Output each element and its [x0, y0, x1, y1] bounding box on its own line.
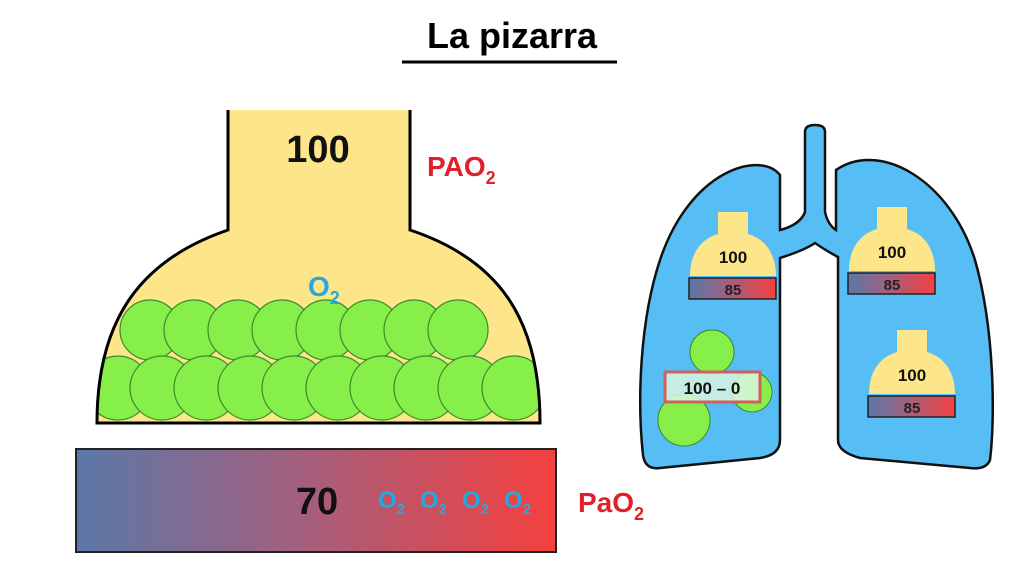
- mini-arterial-value: 85: [725, 282, 742, 299]
- mini-capillary: [867, 395, 956, 418]
- fluid-blob: [689, 329, 735, 375]
- mini-alveolus: [849, 207, 935, 271]
- alveolar-fluid: [97, 299, 540, 421]
- mini-alveolar-value: 100: [898, 366, 926, 385]
- mini-alveolus: [869, 330, 955, 394]
- mini-alveolar-value: 100: [878, 243, 906, 262]
- mini-arterial-value: 85: [904, 400, 921, 417]
- o2-molecule: O2: [378, 487, 405, 518]
- o2-molecules: O2 O2 O2 O2: [378, 487, 531, 518]
- alveolar-unit: 100 85: [867, 330, 956, 418]
- fluid-blob: [427, 299, 489, 361]
- o2-label: O2: [308, 271, 340, 308]
- capillary-value: 70: [296, 481, 338, 523]
- mini-capillary: [847, 272, 936, 295]
- page-title: La pizarra: [427, 15, 598, 56]
- shunt-label: 100 – 0: [684, 379, 741, 398]
- mini-arterial-value: 85: [884, 277, 901, 294]
- pao2-label: PAO2: [427, 151, 496, 188]
- mini-alveolar-value: 100: [719, 248, 747, 267]
- capillary-bar: [75, 448, 557, 553]
- mini-alveolus: [690, 212, 776, 276]
- o2-molecule: O2: [504, 487, 531, 518]
- alveolar-unit: 100 85: [847, 207, 936, 295]
- fluid-blob: [481, 355, 540, 421]
- alveolar-value: 100: [286, 129, 349, 171]
- pao2-arterial-label: PaO2: [578, 487, 644, 524]
- alveolar-unit: 100 85: [688, 212, 777, 300]
- o2-molecule: O2: [462, 487, 489, 518]
- o2-molecule: O2: [420, 487, 447, 518]
- shunt-unit: 100 – 0: [657, 329, 773, 447]
- mini-capillary: [688, 277, 777, 300]
- alveolus: [95, 110, 542, 425]
- shunt-box: [663, 370, 762, 404]
